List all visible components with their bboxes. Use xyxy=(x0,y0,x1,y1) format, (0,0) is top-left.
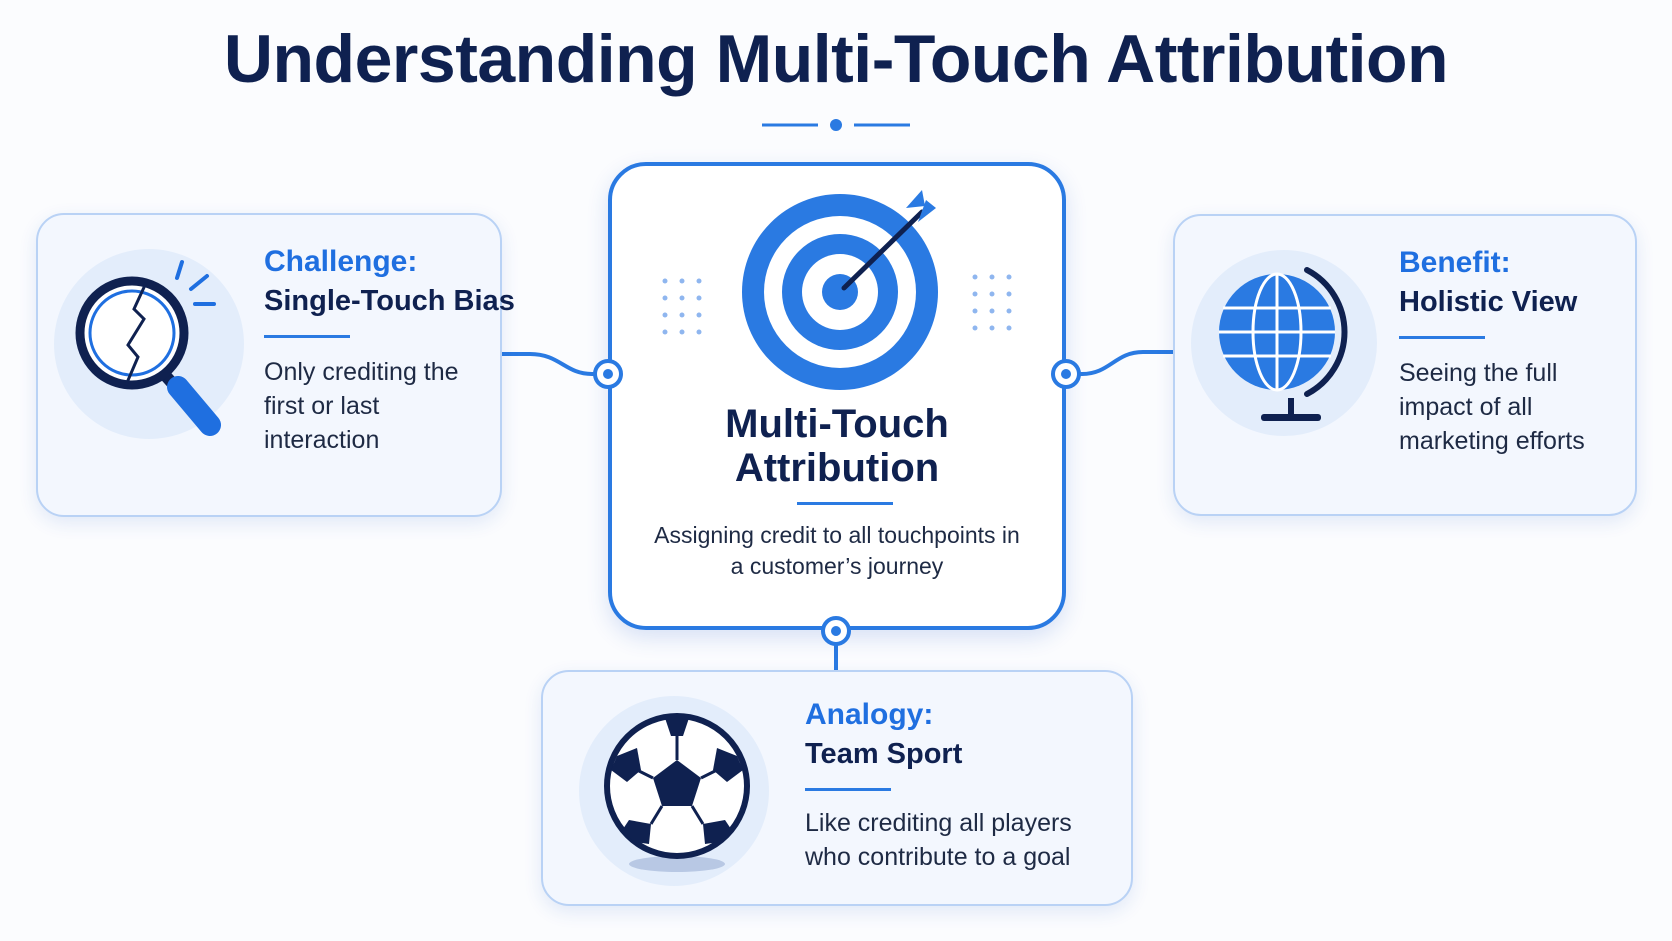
multi-touch-attribution-card: Multi-Touch Attribution Assigning credit… xyxy=(608,162,1066,630)
benefit-description: Seeing the full impact of all marketing … xyxy=(1399,359,1585,455)
title-divider xyxy=(762,119,910,131)
cracked-magnifier-icon xyxy=(75,260,221,436)
center-description: Assigning credit to all touchpoints in a… xyxy=(654,522,1020,579)
challenge-rule xyxy=(264,335,350,338)
center-heading-line2: Attribution xyxy=(734,446,940,490)
challenge-label: Challenge: xyxy=(264,245,418,278)
center-heading-line1: Multi-Touch xyxy=(725,402,949,446)
benefit-heading: Holistic View xyxy=(1399,286,1578,318)
challenge-card: Challenge: Single-Touch Bias Only credit… xyxy=(36,213,515,517)
dot-grid-left-icon xyxy=(662,278,702,335)
page-title: Understanding Multi-Touch Attribution xyxy=(223,21,1449,97)
target-arrow-icon xyxy=(742,190,938,390)
benefit-card: Benefit: Holistic View Seeing the full i… xyxy=(1173,214,1637,516)
analogy-label: Analogy: xyxy=(805,698,934,731)
benefit-rule xyxy=(1399,336,1485,339)
analogy-description: Like crediting all players who contribut… xyxy=(805,809,1072,871)
soccer-ball-icon xyxy=(604,713,750,872)
challenge-heading: Single-Touch Bias xyxy=(264,285,515,317)
analogy-heading: Team Sport xyxy=(805,738,963,770)
challenge-description: Only crediting the first or last interac… xyxy=(264,358,459,454)
globe-icon xyxy=(1219,267,1348,421)
benefit-label: Benefit: xyxy=(1399,246,1511,279)
analogy-rule xyxy=(805,788,891,791)
center-rule xyxy=(797,502,893,505)
analogy-card: Analogy: Team Sport Like crediting all p… xyxy=(541,670,1133,906)
dot-grid-right-icon xyxy=(972,274,1012,331)
center-heading: Multi-Touch Attribution xyxy=(612,402,1062,490)
